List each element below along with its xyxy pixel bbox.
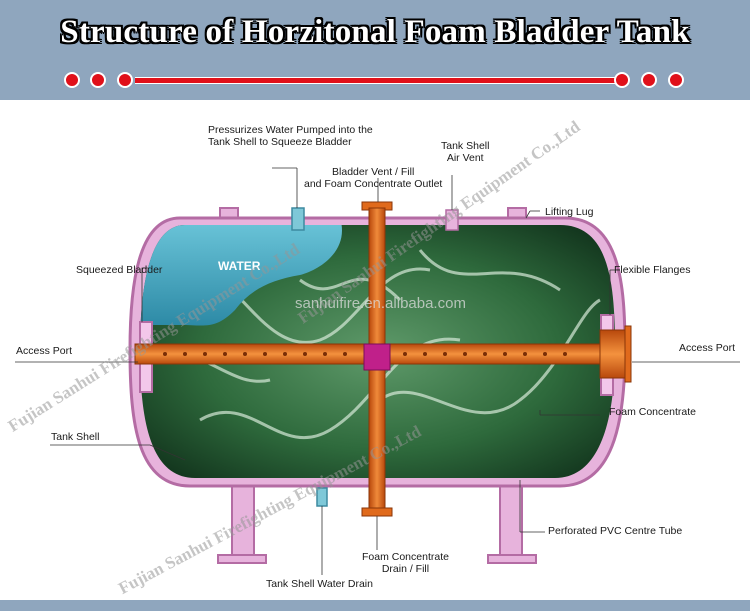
label-perforated-tube: Perforated PVC Centre Tube <box>548 525 682 537</box>
label-pressurizes: Pressurizes Water Pumped into the Tank S… <box>208 124 373 148</box>
label-lifting-lug: Lifting Lug <box>545 206 593 218</box>
divider-dot-icon <box>90 72 106 88</box>
divider-dot-icon <box>64 72 80 88</box>
label-tank-shell: Tank Shell <box>51 431 99 443</box>
label-access-port-right: Access Port <box>679 342 735 354</box>
divider-line <box>135 77 617 84</box>
divider-dot-icon <box>641 72 657 88</box>
label-squeezed-bladder: Squeezed Bladder <box>76 264 162 276</box>
label-water-drain: Tank Shell Water Drain <box>266 578 373 590</box>
page-title: Structure of Horzitonal Foam Bladder Tan… <box>0 14 750 51</box>
divider-dot-icon <box>117 72 133 88</box>
label-access-port-left: Access Port <box>16 345 72 357</box>
cross-joint <box>364 344 390 370</box>
label-flexible-flanges: Flexible Flanges <box>614 264 690 276</box>
label-bladder-vent: Bladder Vent / Fill and Foam Concentrate… <box>304 166 442 190</box>
label-tank-shell-air-vent: Tank Shell Air Vent <box>441 140 489 164</box>
label-foam-concentrate: Foam Concentrate <box>609 406 696 418</box>
label-foam-drain: Foam Concentrate Drain / Fill <box>362 551 449 575</box>
water-inlet <box>292 208 304 230</box>
decorative-divider <box>0 64 750 94</box>
header-bar: Structure of Horzitonal Foam Bladder Tan… <box>0 0 750 100</box>
watermark-url: sanhuifire.en.alibaba.com <box>295 295 466 312</box>
tank-diagram: Pressurizes Water Pumped into the Tank S… <box>0 100 750 600</box>
divider-dot-icon <box>614 72 630 88</box>
footer-bar <box>0 600 750 611</box>
divider-dot-icon <box>668 72 684 88</box>
